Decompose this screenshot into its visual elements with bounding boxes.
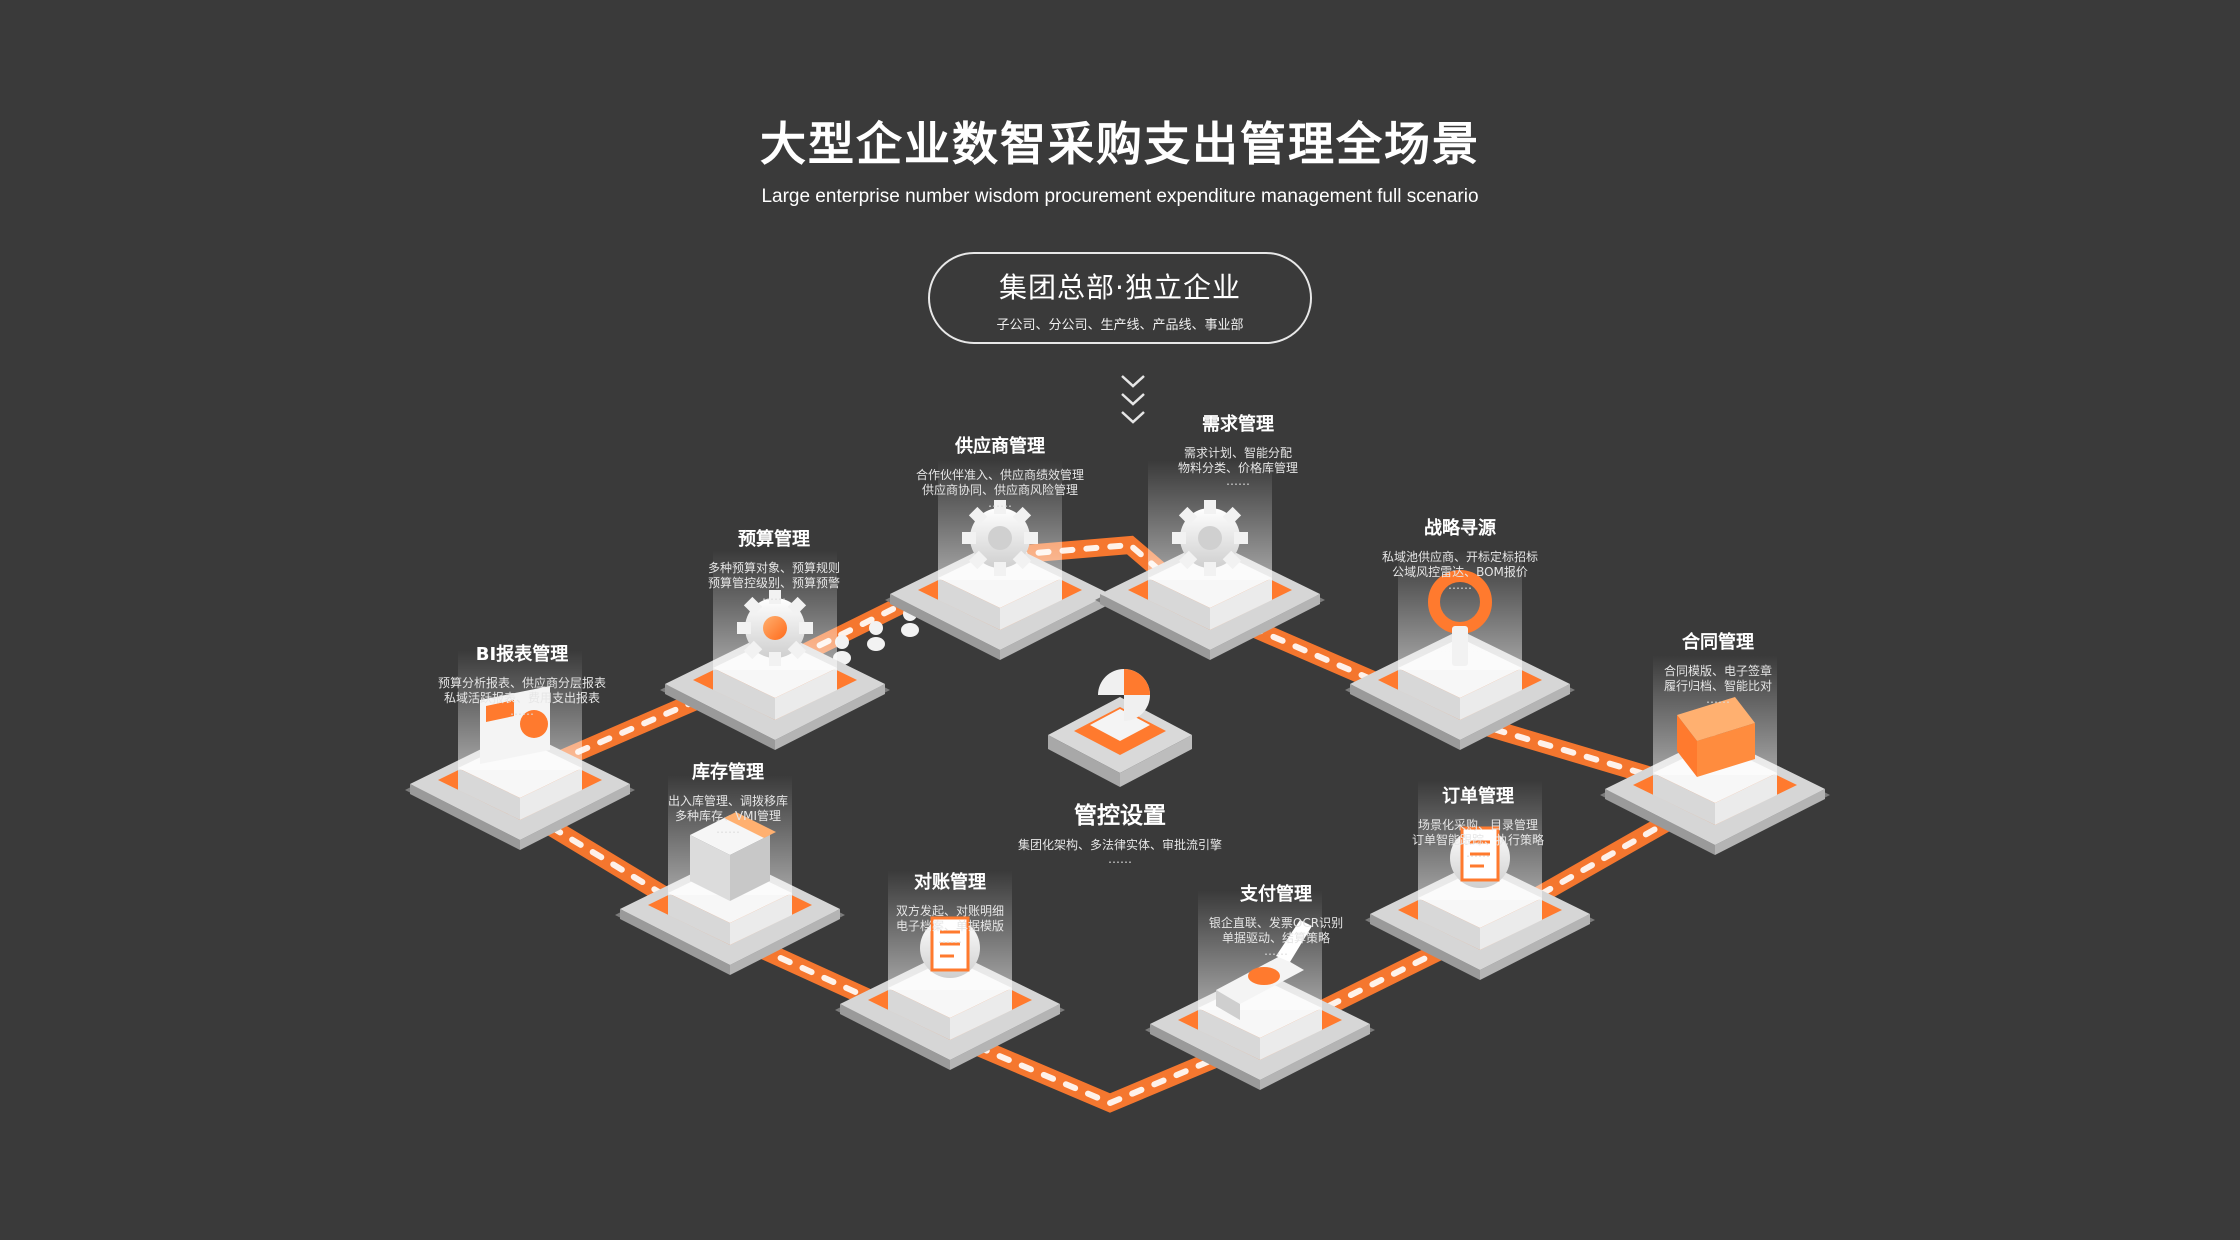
- module-more: ……: [988, 496, 1012, 510]
- module-desc-line: 履行归档、智能比对: [1663, 679, 1772, 693]
- ledger-icon: [920, 916, 980, 978]
- control-settings-more: ……: [1108, 852, 1132, 866]
- coin-gear-icon: [737, 590, 813, 666]
- module-more: ……: [762, 589, 786, 603]
- module-desc-line: 电子档案、单据模版: [895, 919, 1004, 933]
- chevron-down-icon: [1121, 375, 1145, 424]
- module-desc-line: 合同模版、电子签章: [1663, 664, 1772, 678]
- module-desc-line: 多种预算对象、预算规则: [707, 561, 840, 575]
- module-name: 订单管理: [1442, 786, 1514, 807]
- gear-icon: [962, 500, 1038, 576]
- platform-budget: [660, 550, 890, 750]
- hq-title: 集团总部·独立企业: [999, 271, 1241, 304]
- module-desc-line: 双方发起、对账明细: [895, 904, 1004, 918]
- module-name: 合同管理: [1682, 632, 1754, 653]
- module-desc-line: 场景化采购、目录管理: [1417, 818, 1538, 832]
- module-desc-line: 私域活跃报表、费用支出报表: [443, 691, 600, 705]
- module-desc-line: 订单智能跟踪、执行策略: [1411, 833, 1544, 847]
- control-settings-platform: [1048, 669, 1192, 787]
- control-settings-desc: 集团化架构、多法律实体、审批流引擎: [1017, 838, 1222, 852]
- module-name: 预算管理: [738, 529, 810, 550]
- module-desc-line: 需求计划、智能分配: [1183, 446, 1292, 460]
- control-settings-title: 管控设置: [1074, 803, 1166, 829]
- module-payment: 支付管理 银企直联、发票OCR识别 单据驱动、结算策略 ……: [1156, 880, 1396, 958]
- module-inventory: 库存管理 出入库管理、调拨移库 多种库存、VMI管理 ……: [608, 758, 848, 836]
- module-more: ……: [1466, 846, 1490, 860]
- pos-terminal-icon: [1216, 920, 1312, 1020]
- page-subtitle: Large enterprise number wisdom procureme…: [761, 186, 1479, 207]
- wrench-icon: [1172, 500, 1248, 576]
- module-desc-line: 合作伙伴准入、供应商绩效管理: [915, 468, 1084, 482]
- module-name: BI报表管理: [475, 644, 569, 665]
- module-desc-line: 供应商协同、供应商风险管理: [921, 483, 1078, 497]
- module-desc-line: 单据驱动、结算策略: [1221, 931, 1330, 945]
- module-budget: 预算管理 多种预算对象、预算规则 预算管控级别、预算预警 ……: [654, 525, 894, 603]
- module-name: 库存管理: [692, 762, 764, 783]
- module-more: ……: [1706, 692, 1730, 706]
- module-desc-line: 预算管控级别、预算预警: [707, 576, 840, 590]
- module-name: 支付管理: [1240, 884, 1312, 905]
- platform-sourcing: [1345, 550, 1575, 750]
- platform-order: [1365, 780, 1595, 980]
- module-name: 需求管理: [1202, 414, 1274, 435]
- module-desc-line: 银企直联、发票OCR识别: [1208, 916, 1344, 930]
- module-sourcing: 战略寻源 私域池供应商、开标定标招标 公域风控雷达、BOM报价 ……: [1340, 514, 1580, 592]
- module-contract: 合同管理 合同模版、电子签章 履行归档、智能比对 ……: [1598, 628, 1838, 706]
- module-order: 订单管理 场景化采购、目录管理 订单智能跟踪、执行策略 ……: [1358, 782, 1598, 860]
- module-name: 供应商管理: [955, 436, 1045, 457]
- platform-contract: [1600, 655, 1830, 855]
- box-icon: [690, 812, 776, 901]
- module-reconcile: 对账管理 双方发起、对账明细 电子档案、单据模版 ……: [830, 868, 1070, 946]
- module-demand: 需求管理 需求计划、智能分配 物料分类、价格库管理 ……: [1118, 410, 1358, 488]
- module-bi: BI报表管理 预算分析报表、供应商分层报表 私域活跃报表、费用支出报表 ……: [402, 640, 642, 718]
- platform-inventory: [615, 775, 845, 975]
- report-screen-icon: [480, 686, 550, 764]
- module-name: 对账管理: [914, 872, 986, 893]
- module-desc-line: 预算分析报表、供应商分层报表: [437, 676, 606, 690]
- module-more: ……: [1226, 474, 1250, 488]
- module-more: ……: [938, 932, 962, 946]
- module-desc-line: 多种库存、VMI管理: [674, 809, 782, 823]
- module-more: ……: [1264, 944, 1288, 958]
- module-desc-line: 出入库管理、调拨移库: [667, 794, 788, 808]
- order-document-icon: [1450, 826, 1510, 888]
- hq-subtitle: 子公司、分公司、生产线、产品线、事业部: [996, 318, 1244, 333]
- platform-supplier: [885, 460, 1115, 660]
- platform-payment: [1145, 890, 1375, 1090]
- platform-reconcile: [835, 870, 1065, 1070]
- module-desc-line: 公域风控雷达、BOM报价: [1392, 565, 1528, 579]
- module-more: ……: [716, 822, 740, 836]
- module-name: 战略寻源: [1424, 518, 1496, 539]
- module-desc-line: 私域池供应商、开标定标招标: [1381, 550, 1538, 564]
- hq-badge: 集团总部·独立企业 子公司、分公司、生产线、产品线、事业部: [928, 252, 1312, 344]
- location-pin-icon: [1428, 570, 1492, 666]
- folder-icon: [1677, 697, 1755, 777]
- platform-demand: [1095, 460, 1325, 660]
- page-title: 大型企业数智采购支出管理全场景: [760, 117, 1480, 171]
- platform-bi: [405, 650, 635, 850]
- module-more: ……: [1448, 578, 1472, 592]
- module-supplier: 供应商管理 合作伙伴准入、供应商绩效管理 供应商协同、供应商风险管理 ……: [880, 432, 1120, 510]
- module-more: ……: [510, 704, 534, 718]
- module-desc-line: 物料分类、价格库管理: [1177, 461, 1298, 475]
